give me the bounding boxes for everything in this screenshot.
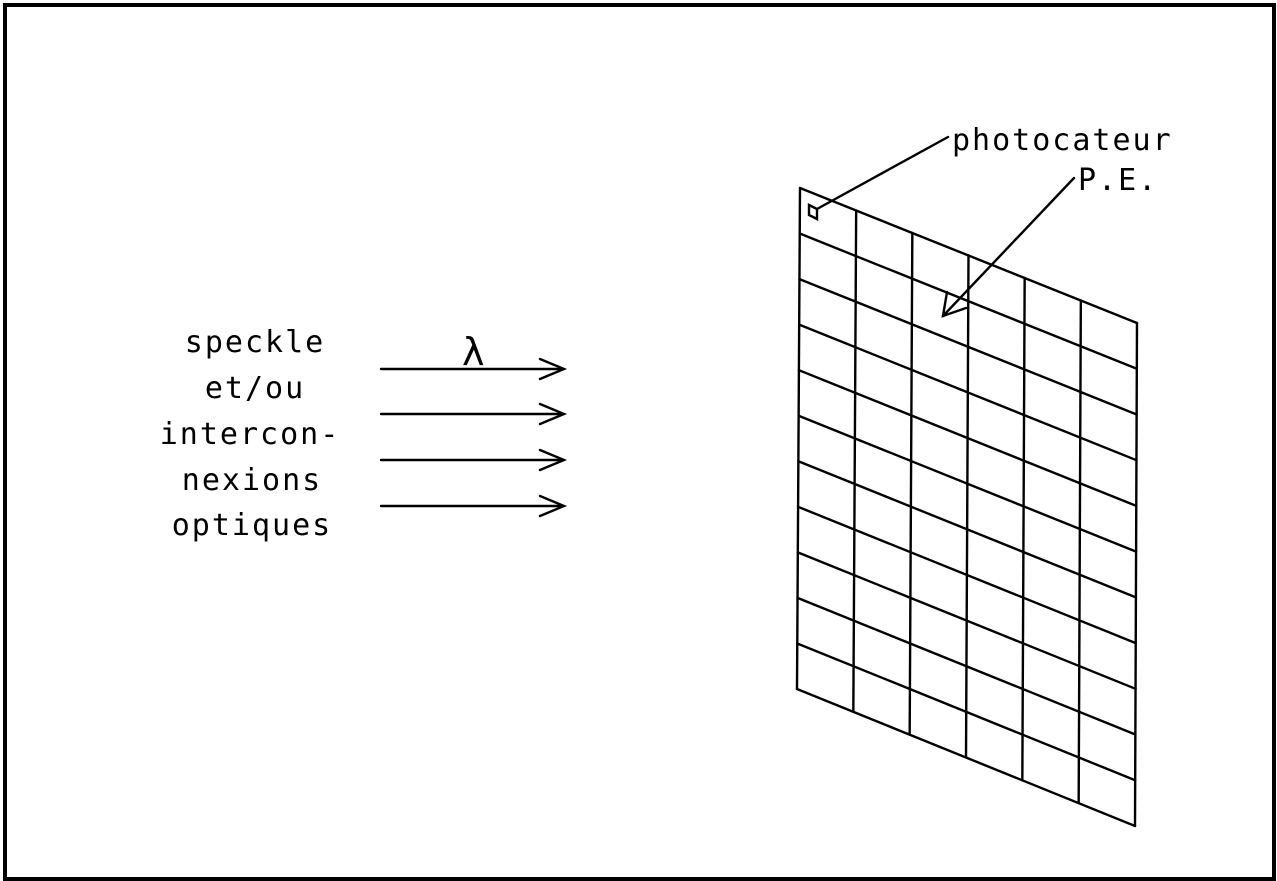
grid-row-line <box>797 460 1138 599</box>
element-label: P.E. <box>1078 163 1158 198</box>
detector-label: photocateur <box>952 123 1173 158</box>
grid-row-line <box>795 687 1137 828</box>
light-arrow <box>379 494 568 518</box>
grid-row-line <box>796 642 1137 782</box>
photodetector-square <box>807 203 819 221</box>
grid-row-line <box>797 414 1138 553</box>
input-label-line-5: optiques <box>172 508 333 543</box>
element-pointer-arrow <box>941 176 1076 318</box>
input-label-line-2: et/ou <box>205 371 305 406</box>
input-label: speckle et/ou intercon- nexions optiques <box>160 325 341 543</box>
light-arrows <box>379 357 568 518</box>
grid-column-line <box>964 254 970 759</box>
grid-column-line <box>852 209 858 714</box>
diagram-frame <box>3 3 1276 881</box>
grid-row-line <box>797 368 1138 508</box>
input-label-line-4: nexions <box>182 463 322 498</box>
grid-row-line <box>797 323 1138 462</box>
grid-row-line <box>796 596 1137 736</box>
input-label-line-1: speckle <box>185 325 325 360</box>
grid-row-line <box>796 505 1137 645</box>
grid-row-line <box>798 232 1139 370</box>
grid-column-line <box>795 186 802 691</box>
light-arrow <box>379 357 568 381</box>
grid-column-line <box>1077 299 1083 805</box>
input-label-line-3: intercon- <box>160 417 341 452</box>
grid-column-line <box>1021 276 1026 782</box>
light-arrow <box>379 402 568 426</box>
grid-row-line <box>798 277 1138 416</box>
detector-leader-line <box>815 135 950 211</box>
grid-row-line <box>796 551 1137 691</box>
wavelength-symbol: λ <box>462 330 485 374</box>
grid-column-line <box>1133 321 1139 828</box>
grid-column-line <box>908 231 914 736</box>
light-arrow <box>379 448 568 472</box>
detector-grid <box>795 186 1139 828</box>
grid-row-line <box>798 186 1139 325</box>
